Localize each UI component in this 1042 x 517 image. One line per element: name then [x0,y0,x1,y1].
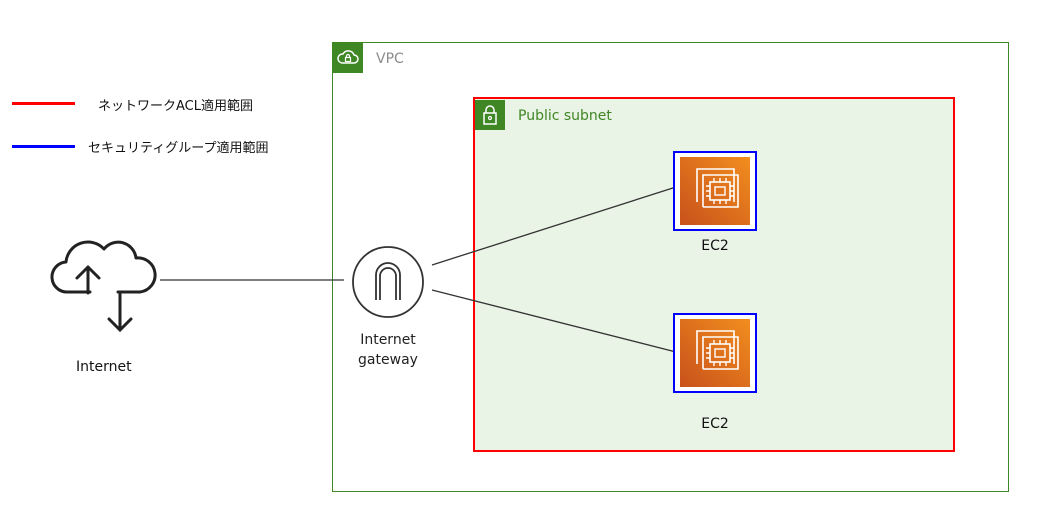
ec2-chip-icon [680,157,750,225]
cloud-upload-download-icon [48,228,164,338]
cloud-lock-icon [333,43,363,73]
legend-sg-label: セキュリティグループ適用範囲 [88,141,269,156]
ec2-instance-top[interactable] [673,151,757,231]
internet-gateway-icon [350,244,426,324]
vpc-label: VPC [376,51,404,67]
connector-gateway-ec2-bottom [431,289,677,353]
ec2-label-top: EC2 [701,238,729,254]
gateway-label: Internet gateway [339,330,437,370]
subnet-label: Public subnet [518,108,612,124]
lock-icon [475,100,505,130]
legend-nacl-line [12,102,75,105]
gateway-label-line2: gateway [358,352,418,368]
gateway-label-line1: Internet [360,332,416,348]
ec2-chip-icon [680,319,750,387]
ec2-label-bottom: EC2 [701,416,729,432]
ec2-instance-bottom[interactable] [673,313,757,393]
connector-gateway-ec2-top [431,186,677,266]
internet-label: Internet [76,359,132,375]
legend-nacl-label: ネットワークACL適用範囲 [98,99,253,114]
legend-sg-line [12,145,75,148]
